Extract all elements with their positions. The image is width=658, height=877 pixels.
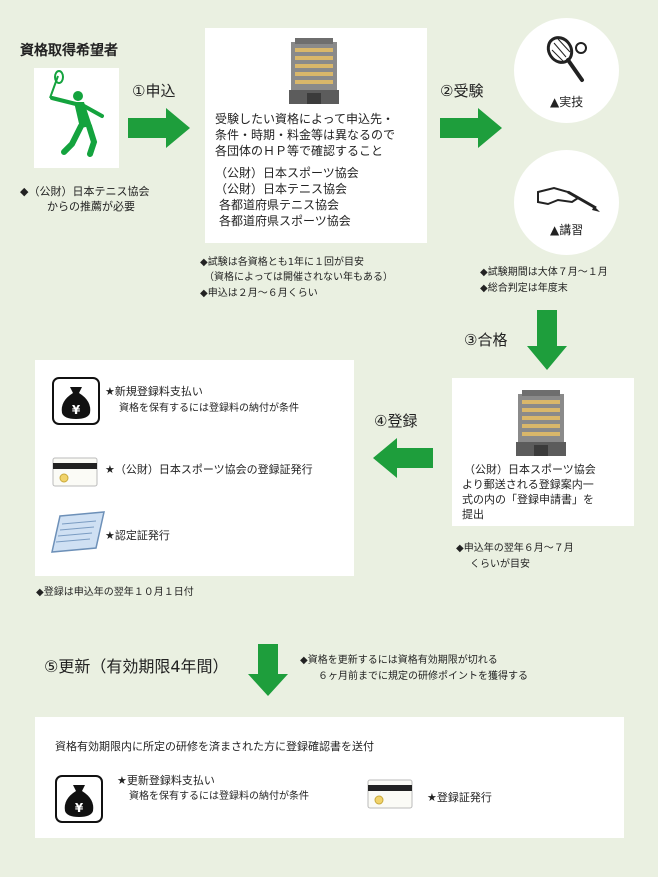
reg-app-note-1: ◆申込年の翌年６月～７月 — [456, 543, 574, 554]
id-card-icon — [52, 457, 98, 487]
reg-card-text: ★（公財）日本スポーツ協会の登録証発行 — [105, 463, 313, 476]
reg-fee-title: ★新規登録料支払い — [105, 385, 203, 398]
applicant-note-1: ◆（公財）日本テニス協会 — [20, 185, 150, 198]
org-text-1: 受験したい資格によって申込先・ — [215, 112, 395, 126]
exam-period-2: ◆総合判定は年度末 — [480, 283, 568, 294]
reg-cert-text: ★認定証発行 — [105, 529, 170, 542]
step1-arrow — [128, 108, 190, 148]
certificate-icon — [51, 511, 105, 553]
org-item-2: （公財）日本テニス協会 — [215, 182, 348, 196]
renew-fee-title: ★更新登録料支払い — [117, 774, 215, 787]
money-bag-icon: ¥ — [55, 775, 103, 823]
step3-label: ③合格 — [464, 331, 508, 349]
renew-note-2: ６ヶ月前までに規定の研修ポイントを獲得する — [318, 671, 528, 682]
tennis-player-icon — [49, 70, 104, 157]
step5-arrow — [248, 644, 288, 696]
exam-note-1: ◆試験は各資格とも1年に１回が目安 — [200, 257, 365, 268]
org-item-1: （公財）日本スポーツ協会 — [215, 166, 359, 180]
reg-app-note-2: くらいが目安 — [470, 559, 530, 570]
org-text-2: 条件・時期・料金等は異なるので — [215, 128, 396, 142]
reg-app-text-4: 提出 — [462, 508, 484, 521]
step3-arrow — [527, 310, 567, 370]
reg-fee-note: 資格を保有するには登録料の納付が条件 — [119, 403, 299, 414]
svg-text:¥: ¥ — [72, 403, 81, 417]
renew-note-1: ◆資格を更新するには資格有効期限が切れる — [300, 655, 498, 666]
svg-text:¥: ¥ — [75, 801, 84, 815]
applicant-note-2: からの推薦が必要 — [47, 200, 135, 213]
practical-label: ▲実技 — [550, 95, 584, 109]
step2-arrow — [440, 108, 502, 148]
reg-app-text-2: より郵送される登録案内一 — [462, 478, 594, 491]
building-icon — [289, 38, 339, 104]
registration-box: ¥ ★新規登録料支払い 資格を保有するには登録料の納付が条件 ★（公財）日本スポ… — [35, 360, 354, 576]
building-icon — [516, 390, 566, 456]
renewal-header: 資格有効期限内に所定の研修を済まされた方に登録確認書を送付 — [55, 740, 374, 753]
step2-label: ②受験 — [440, 82, 484, 100]
org-item-3: 各都道府県テニス協会 — [219, 198, 340, 212]
renewal-box: 資格有効期限内に所定の研修を済まされた方に登録確認書を送付 ¥ ★更新登録料支払… — [35, 717, 624, 838]
reg-application-box: （公財）日本スポーツ協会 より郵送される登録案内一 式の内の「登録申請書」を 提… — [452, 378, 634, 526]
applicant-box — [34, 68, 119, 168]
renew-card-text: ★登録証発行 — [427, 791, 492, 804]
org-box: 受験したい資格によって申込先・ 条件・時期・料金等は異なるので 各団体のＨＰ等で… — [205, 28, 427, 243]
lecture-label: ▲講習 — [550, 223, 584, 237]
exam-note-2: （資格によっては開催されない年もある） — [204, 272, 393, 283]
exam-period-1: ◆試験期間は大体７月～１月 — [480, 267, 608, 278]
org-item-4: 各都道府県スポーツ協会 — [219, 214, 351, 228]
reg-date-note: ◆登録は申込年の翌年１０月１日付 — [36, 587, 194, 598]
lecture-circle: ▲講習 — [514, 150, 619, 255]
reg-app-text-1: （公財）日本スポーツ協会 — [464, 463, 596, 476]
step4-label: ④登録 — [374, 412, 418, 430]
writing-hand-icon — [537, 186, 600, 212]
tennis-racket-icon — [546, 36, 587, 82]
org-text-3: 各団体のＨＰ等で確認すること — [215, 144, 384, 158]
money-bag-icon: ¥ — [52, 377, 100, 425]
step5-label: ⑤更新（有効期限4年間） — [44, 657, 229, 676]
reg-app-text-3: 式の内の「登録申請書」を — [462, 493, 594, 506]
applicant-title: 資格取得希望者 — [20, 43, 118, 59]
practical-circle: ▲実技 — [514, 18, 619, 123]
id-card-icon — [367, 779, 413, 809]
exam-note-3: ◆申込は２月～６月くらい — [200, 288, 318, 299]
renew-fee-note: 資格を保有するには登録料の納付が条件 — [129, 791, 309, 802]
step4-arrow — [373, 438, 433, 478]
step1-label: ①申込 — [132, 82, 176, 100]
